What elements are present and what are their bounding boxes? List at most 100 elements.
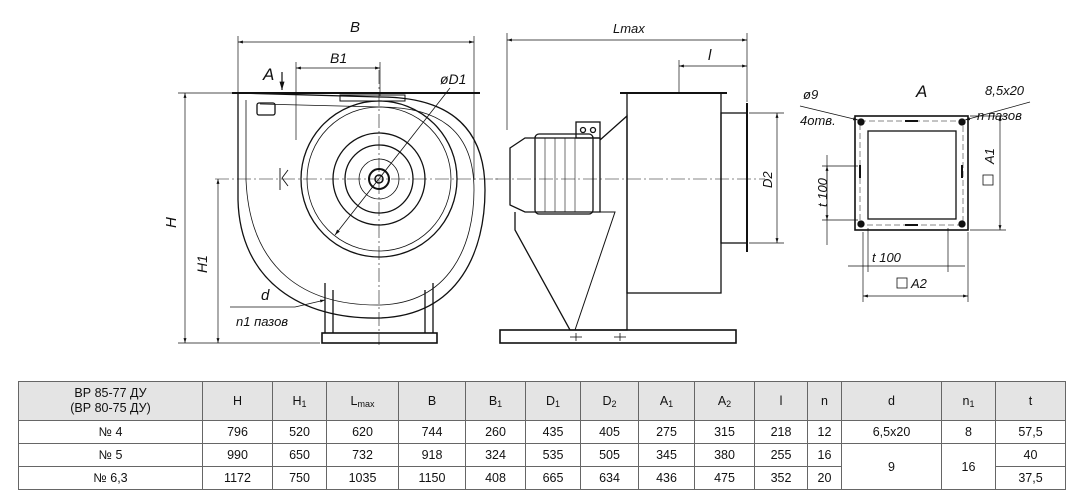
label-l: l	[708, 47, 712, 64]
cell-n1: 8	[941, 420, 996, 444]
cell-H1: 520	[272, 420, 327, 444]
header-n: n	[807, 381, 842, 421]
cell-d-merged: 9	[841, 443, 942, 490]
volute-housing	[237, 92, 486, 319]
header-model: ВР 85-77 ДУ (ВР 80-75 ДУ)	[18, 381, 203, 421]
side-base-plate	[499, 329, 737, 344]
cell-A1: 436	[638, 466, 695, 490]
cell-model: № 4	[18, 420, 203, 444]
cell-D2: 634	[580, 466, 639, 490]
label-hole-dia: ø9	[803, 87, 818, 102]
inspection-window	[256, 102, 276, 116]
label-slot-size: 8,5x20	[985, 83, 1025, 98]
label-A1: A1	[982, 148, 997, 165]
cell-n: 12	[807, 420, 842, 444]
label-Lmax: Lmax	[613, 21, 645, 36]
cell-Lmax: 1035	[326, 466, 399, 490]
flange-inner	[867, 130, 957, 220]
label-H: H	[163, 217, 180, 228]
header-t: t	[995, 381, 1066, 421]
cell-B: 918	[398, 443, 466, 467]
cell-t: 57,5	[995, 420, 1066, 444]
cell-A2: 315	[694, 420, 755, 444]
side-housing	[626, 92, 722, 294]
header-d: d	[841, 381, 942, 421]
label-holes-count: 4отв.	[800, 113, 836, 128]
label-D2: D2	[760, 171, 775, 188]
cell-H: 990	[202, 443, 273, 467]
side-view	[495, 92, 765, 344]
cell-A1: 345	[638, 443, 695, 467]
header-B: B	[398, 381, 466, 421]
header-H1: H1	[272, 381, 327, 421]
table-header-row: ВР 85-77 ДУ (ВР 80-75 ДУ) H H1 Lmax B B1…	[18, 381, 1066, 421]
header-model-line1: ВР 85-77 ДУ	[74, 386, 147, 400]
cell-t: 37,5	[995, 466, 1066, 490]
table-row: № 5 990 650 732 918 324 535 505 345 380 …	[18, 443, 1066, 490]
cell-D2: 405	[580, 420, 639, 444]
cell-l: 255	[754, 443, 808, 467]
header-Lmax: Lmax	[326, 381, 399, 421]
cell-l: 218	[754, 420, 808, 444]
dimensions-table: ВР 85-77 ДУ (ВР 80-75 ДУ) H H1 Lmax B B1…	[18, 381, 1066, 490]
cell-B1: 408	[465, 466, 526, 490]
header-A2: A2	[694, 381, 755, 421]
header-A1: A1	[638, 381, 695, 421]
cell-D1: 435	[525, 420, 581, 444]
flange-dimensions	[799, 101, 1031, 302]
side-dimensions	[506, 33, 784, 244]
flange-view	[854, 115, 969, 231]
cell-H: 1172	[202, 466, 273, 490]
cell-B: 1150	[398, 466, 466, 490]
label-slots-count: n пазов	[977, 108, 1022, 123]
cell-t: 40	[995, 443, 1066, 467]
label-t-horizontal: t 100	[872, 250, 902, 265]
label-B1: B1	[330, 50, 347, 66]
cell-B: 744	[398, 420, 466, 444]
flange-outer	[854, 115, 969, 231]
cell-H1: 750	[272, 466, 327, 490]
label-A2: A2	[910, 276, 928, 291]
cell-B1: 324	[465, 443, 526, 467]
header-H: H	[202, 381, 273, 421]
fan-technical-drawing: B B1 A øD1 H H1 d n1 пазов	[163, 19, 1031, 345]
label-n1-slots: n1 пазов	[236, 314, 288, 329]
header-l: l	[754, 381, 808, 421]
header-D1: D1	[525, 381, 581, 421]
label-H1: H1	[194, 255, 210, 273]
cell-n1-merged: 16	[941, 443, 996, 490]
cell-H: 796	[202, 420, 273, 444]
cell-Lmax: 620	[326, 420, 399, 444]
label-view-A: A	[915, 82, 927, 101]
header-model-line2: (ВР 80-75 ДУ)	[70, 401, 151, 415]
cell-Lmax: 732	[326, 443, 399, 467]
table-row: № 6,3 1172 750 1035 1150 408 665 634 436…	[18, 466, 1066, 490]
cell-model: № 6,3	[18, 466, 203, 490]
cell-B1: 260	[465, 420, 526, 444]
header-B1: B1	[465, 381, 526, 421]
cell-A2: 475	[694, 466, 755, 490]
label-t-vertical: t 100	[815, 177, 830, 207]
label-B: B	[350, 19, 360, 36]
label-A: A	[262, 65, 274, 84]
cell-D1: 665	[525, 466, 581, 490]
cell-A2: 380	[694, 443, 755, 467]
cell-n: 20	[807, 466, 842, 490]
cell-model: № 5	[18, 443, 203, 467]
cell-n: 16	[807, 443, 842, 467]
header-n1: n1	[941, 381, 996, 421]
header-D2: D2	[580, 381, 639, 421]
motor-terminal-box	[575, 121, 601, 139]
cell-D2: 505	[580, 443, 639, 467]
label-d: d	[261, 287, 270, 304]
front-view	[215, 70, 500, 345]
cell-H1: 650	[272, 443, 327, 467]
cell-D1: 535	[525, 443, 581, 467]
table-row: № 4 796 520 620 744 260 435 405 275 315 …	[18, 420, 1066, 444]
front-base-plate	[321, 332, 438, 344]
front-dimensions	[178, 36, 475, 344]
cell-d: 6,5x20	[841, 420, 942, 444]
label-D1: øD1	[440, 71, 466, 87]
cell-A1: 275	[638, 420, 695, 444]
cell-l: 352	[754, 466, 808, 490]
